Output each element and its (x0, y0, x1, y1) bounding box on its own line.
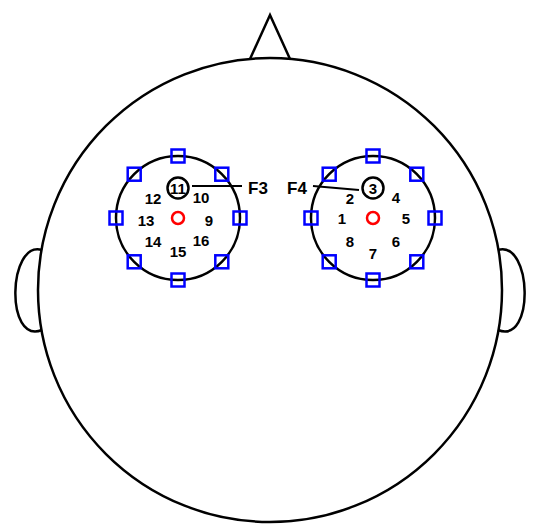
electrode-number: 14 (145, 234, 162, 249)
electrode-square (367, 274, 380, 287)
electrode-number: 7 (369, 246, 377, 261)
leader-line (313, 186, 359, 190)
electrode-number: 8 (346, 234, 354, 249)
electrode-square (172, 150, 185, 163)
electrode-square (128, 255, 141, 268)
electrode-name: F4 (287, 180, 307, 197)
head-outline (38, 58, 502, 522)
electrode-square (429, 212, 442, 225)
electrode-number: 11 (166, 181, 190, 196)
electrode-square (410, 168, 423, 181)
electrode-square (215, 255, 228, 268)
electrode-circle: 3 (361, 176, 385, 200)
electrode-square (323, 168, 336, 181)
right-ear (498, 249, 525, 331)
electrode-square (305, 212, 318, 225)
electrode-ring (311, 156, 435, 280)
electrode-square (367, 150, 380, 163)
electrode-circle: 11 (166, 176, 190, 200)
electrode-square (410, 255, 423, 268)
electrode-square (323, 255, 336, 268)
electrode-number: 6 (392, 234, 400, 249)
electrode-number: 9 (205, 213, 213, 228)
electrode-number: 15 (170, 244, 187, 259)
electrode-number: 4 (392, 190, 400, 205)
electrode-name: F3 (248, 180, 268, 197)
electrode-square (128, 168, 141, 181)
leader-line (192, 185, 242, 187)
electrode-number: 12 (145, 191, 162, 206)
nose (250, 15, 290, 59)
electrode-number: 3 (361, 181, 385, 196)
electrode-number: 2 (346, 191, 354, 206)
electrode-number: 13 (138, 213, 155, 228)
electrode-number: 16 (193, 233, 210, 248)
electrode-number: 10 (193, 190, 210, 205)
center-electrode (172, 212, 184, 224)
electrode-square (110, 212, 123, 225)
electrode-number: 5 (402, 211, 410, 226)
electrode-number: 1 (338, 211, 346, 226)
center-electrode (367, 212, 379, 224)
electrode-ring (116, 156, 240, 280)
electrode-square (172, 274, 185, 287)
electrode-square (234, 212, 247, 225)
electrode-square (215, 168, 228, 181)
left-ear (15, 249, 42, 331)
